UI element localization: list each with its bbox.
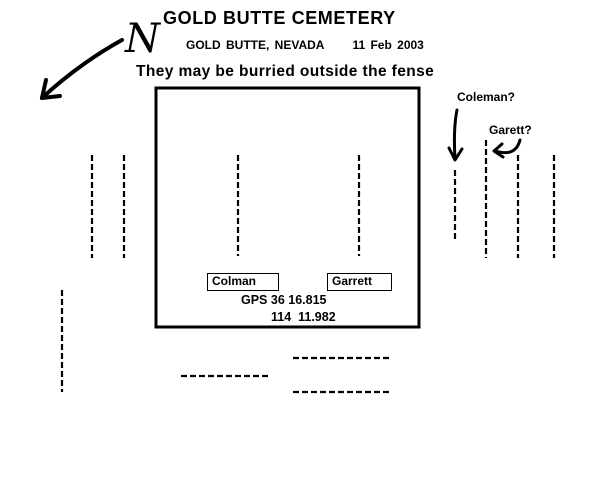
north-label: N [124,16,162,62]
coleman-question-label: Coleman? [457,90,516,104]
gps-longitude: 114 11.982 [271,310,336,324]
north-arrow-icon [40,38,124,100]
diagram-title: GOLD BUTTE CEMETERY [163,8,396,28]
garett-arrow-icon [492,138,522,159]
grave-label-garrett: Garrett [327,273,392,291]
gps-latitude: GPS 36 16.815 [241,293,327,307]
coleman-arrow-icon [447,108,464,162]
cemetery-fence [154,86,421,329]
diagram-subtitle: GOLD BUTTE, NEVADA 11 Feb 2003 [186,38,424,52]
note-text: They may be burried outside the fense [136,63,435,80]
date-label: 11 Feb 2003 [352,38,424,52]
garett-question-label: Garett? [489,123,532,137]
location-label: GOLD BUTTE, NEVADA [186,38,325,52]
grave-label-colman: Colman [207,273,279,291]
